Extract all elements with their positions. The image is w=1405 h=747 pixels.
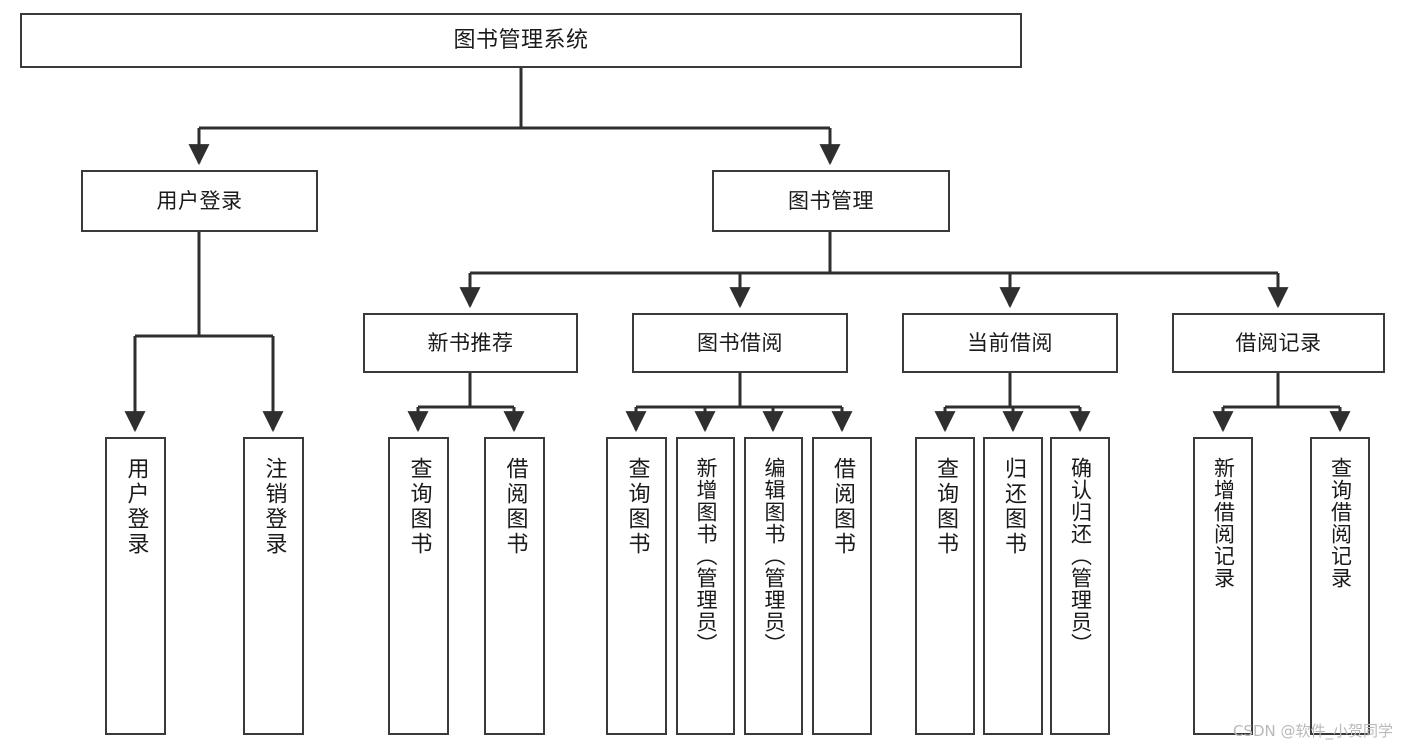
node-label: 借阅图书 [502, 457, 528, 557]
node-label: 图书管理系统 [453, 27, 589, 53]
node-leaf-edit-book-admin[interactable]: 编辑图书（管理员） [744, 437, 803, 735]
node-label: 借阅记录 [1235, 330, 1322, 355]
node-label: 新增借阅记录 [1211, 457, 1236, 589]
node-leaf-return-book[interactable]: 归还图书 [983, 437, 1043, 735]
node-book-management[interactable]: 图书管理 [712, 170, 950, 232]
node-label: 用户登录 [156, 188, 243, 213]
node-label: 查询借阅记录 [1328, 457, 1353, 589]
node-book-borrow[interactable]: 图书借阅 [632, 313, 848, 373]
node-leaf-query-borrow-record[interactable]: 查询借阅记录 [1310, 437, 1370, 735]
node-leaf-add-book-admin[interactable]: 新增图书（管理员） [676, 437, 735, 735]
node-label: 编辑图书（管理员） [762, 457, 786, 655]
node-leaf-borrow-book[interactable]: 借阅图书 [812, 437, 872, 735]
watermark-text: CSDN @软件_小贺同学 [1232, 722, 1393, 740]
node-current-borrow[interactable]: 当前借阅 [902, 313, 1118, 373]
node-label: 注销登录 [261, 457, 287, 557]
node-borrow-record[interactable]: 借阅记录 [1172, 313, 1385, 373]
node-leaf-user-logout[interactable]: 注销登录 [243, 437, 304, 735]
node-leaf-query-book-borrow[interactable]: 查询图书 [606, 437, 667, 735]
node-label: 借阅图书 [830, 457, 855, 557]
node-label: 新增图书（管理员） [694, 457, 718, 655]
node-root-system[interactable]: 图书管理系统 [20, 13, 1022, 68]
node-label: 确认归还（管理员） [1068, 457, 1093, 655]
node-leaf-query-book-current[interactable]: 查询图书 [915, 437, 975, 735]
node-leaf-borrow-book-recommend[interactable]: 借阅图书 [484, 437, 545, 735]
node-user-login[interactable]: 用户登录 [81, 170, 318, 232]
node-label: 新书推荐 [427, 330, 514, 355]
node-label: 用户登录 [123, 457, 149, 557]
node-label: 查询图书 [933, 457, 958, 557]
node-label: 查询图书 [406, 457, 432, 557]
node-label: 图书借阅 [697, 330, 783, 355]
node-label: 查询图书 [624, 457, 650, 557]
node-leaf-query-book-recommend[interactable]: 查询图书 [388, 437, 449, 735]
node-leaf-user-login[interactable]: 用户登录 [105, 437, 166, 735]
node-new-book-recommend[interactable]: 新书推荐 [363, 313, 578, 373]
node-label: 归还图书 [1001, 457, 1026, 557]
node-leaf-confirm-return-admin[interactable]: 确认归还（管理员） [1050, 437, 1110, 735]
node-label: 当前借阅 [967, 330, 1053, 355]
node-leaf-add-borrow-record[interactable]: 新增借阅记录 [1193, 437, 1253, 735]
node-label: 图书管理 [788, 188, 874, 213]
